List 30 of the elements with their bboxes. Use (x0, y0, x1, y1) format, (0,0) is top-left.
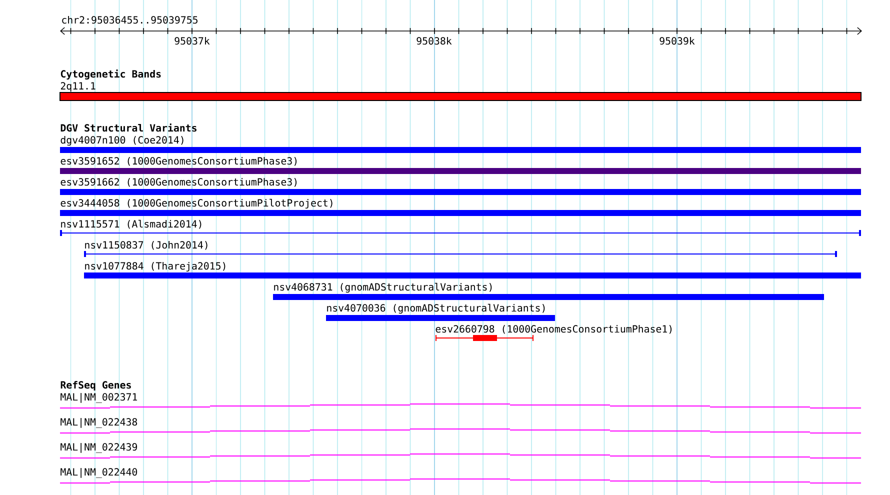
gene-line: MAL|NM_022438 (60, 418, 862, 434)
track-heading: RefSeq Genes (60, 381, 131, 391)
variant-line: nsv1115571 (Alsmadi2014) (60, 220, 862, 236)
node-label: esv3591652 (1000GenomesConsortiumPhase3) (60, 156, 297, 166)
gene-line: MAL|NM_002371 (60, 392, 862, 408)
node-label: 2q11.1 (60, 82, 96, 92)
variant-bar: dgv4007n100 (Coe2014) (60, 136, 862, 153)
node-label: dgv4007n100 (Coe2014) (60, 136, 184, 146)
variant-bar: esv3591662 (1000GenomesConsortiumPhase3) (60, 178, 862, 195)
gene-line: MAL|NM_022439 (60, 442, 862, 458)
node-label: nsv1077884 (Thareja2015) (85, 262, 226, 272)
variant-bar: esv3444058 (1000GenomesConsortiumPilotProject) (60, 198, 862, 216)
node-label: esv3444058 (1000GenomesConsortiumPilotProject) (60, 198, 332, 209)
variant-bar: esv3591652 (1000GenomesConsortiumPhase3) (60, 157, 862, 174)
gene-line: MAL|NM_022440 (60, 468, 862, 484)
node-label: nsv4068731 (gnomADStructuralVariants) (274, 282, 492, 293)
cytoband-bar: 2q11.1 (60, 82, 862, 101)
tick-label: 95038k (416, 36, 452, 45)
node-label: nsv4070036 (gnomADStructuralVariants) (327, 304, 545, 314)
track-heading: Cytogenetic Bands (60, 69, 161, 80)
track-heading: DGV Structural Variants (60, 123, 196, 132)
variant-bar: nsv4070036 (gnomADStructuralVariants) (326, 304, 555, 321)
node-label: esv3591662 (1000GenomesConsortiumPhase3) (60, 178, 297, 187)
variant-line: nsv1150837 (John2014) (84, 241, 838, 257)
tick-label: 95039k (660, 36, 695, 45)
tick-label: 95037k (174, 36, 210, 45)
variant-bar: nsv4068731 (gnomADStructuralVariants) (273, 282, 824, 300)
variant-line: esv2660798 (1000GenomesConsortiumPhase1) (436, 325, 672, 342)
variant-bar: nsv1077884 (Thareja2015) (84, 262, 862, 278)
coordinate-label: chr2:95036455..95039755 (62, 16, 198, 24)
